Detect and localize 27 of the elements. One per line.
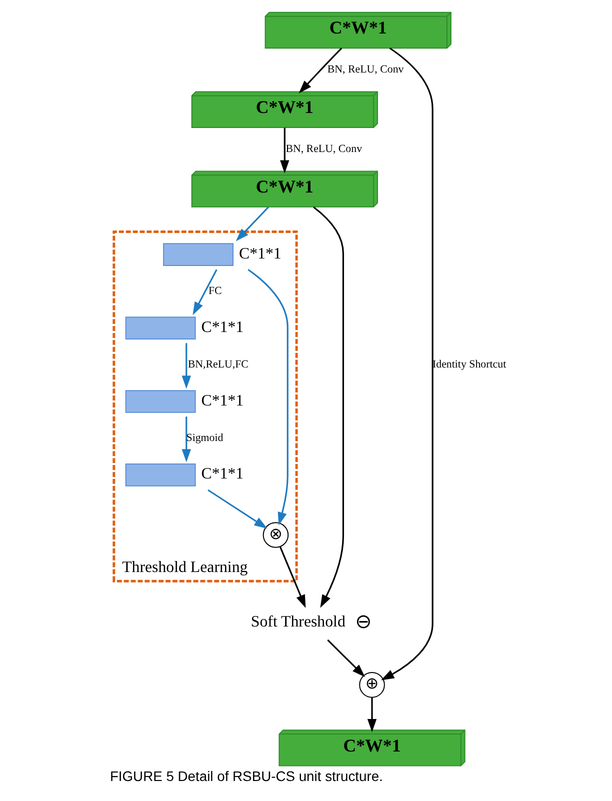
node-text: ⊖ [355, 610, 372, 633]
arrow [182, 416, 191, 462]
edge-label: Sigmoid [186, 432, 224, 444]
node-label: C*1*1 [201, 318, 244, 336]
edge-label: BN, ReLU, Conv [327, 64, 404, 76]
node-label: C*1*1 [201, 392, 244, 410]
arrow [192, 269, 218, 316]
arrow [313, 206, 344, 608]
arrow [208, 489, 268, 529]
arrow [182, 343, 191, 389]
node-label: Soft Threshold [250, 614, 346, 631]
arrow [298, 48, 342, 94]
node-circle: ⊗ [262, 522, 289, 548]
node-label: C*1*1 [238, 245, 282, 262]
arrow [367, 697, 377, 732]
node-circle: ⊕ [359, 672, 385, 698]
arrow [248, 268, 288, 526]
node-label: C*1*1 [201, 466, 244, 483]
caption: FIGURE 5 Detail of RSBU-CS unit structure. [110, 768, 383, 784]
arrow [381, 47, 434, 680]
edge-label: BN,ReLU,FC [188, 358, 248, 371]
arrow [236, 206, 269, 242]
arrow [280, 128, 290, 174]
arrow [280, 546, 306, 608]
edge-label: BN, ReLU, Conv [286, 143, 362, 156]
arrow [327, 639, 366, 678]
edge-label: FC [208, 285, 222, 298]
